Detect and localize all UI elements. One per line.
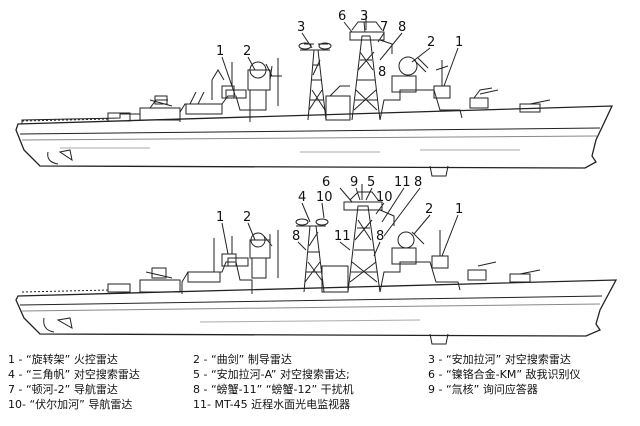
callout-number: 1 [455, 202, 463, 217]
callout-number: 2 [425, 202, 433, 217]
callout-number: 10 [316, 190, 333, 205]
top-callouts: 1 2 3 6 3 7 8 8 2 1 [216, 9, 463, 80]
legend-item: 7 - “顿河-2” 导航雷达 [8, 383, 118, 396]
callout-number: 2 [243, 210, 251, 225]
callout-number: 3 [360, 9, 368, 24]
callout-number: 1 [216, 44, 224, 59]
callout-number: 4 [298, 190, 306, 205]
top-ship-drawing [15, 14, 614, 177]
legend-item: 2 - “曲剑” 制导雷达 [193, 353, 292, 366]
callout-number: 3 [297, 20, 305, 35]
callout-number: 2 [427, 35, 435, 50]
callout-number: 6 [322, 175, 330, 190]
legend-item: 5 - “安加拉河-A” 对空搜索雷达; [193, 368, 350, 381]
callout-number: 5 [367, 175, 375, 190]
legend-item: 10- “伏尔加河” 导航雷达 [8, 398, 133, 411]
callout-number: 10 [376, 190, 393, 205]
callout-number: 8 [398, 20, 406, 35]
legend: 1 - “旋转架” 火控雷达 2 - “曲剑” 制导雷达 3 - “安加拉河” … [8, 352, 636, 424]
callout-number: 1 [216, 210, 224, 225]
legend-item: 8 - “螃蟹-11” “螃蟹-12” 干扰机 [193, 383, 354, 396]
callout-number: 2 [243, 44, 251, 59]
callout-number: 1 [455, 35, 463, 50]
legend-item: 1 - “旋转架” 火控雷达 [8, 353, 118, 366]
legend-item: 4 - “三角帆” 对空搜索雷达 [8, 368, 140, 381]
callout-number: 8 [378, 65, 386, 80]
bottom-ship-drawing [15, 184, 618, 345]
bottom-callouts: 6 9 5 4 10 11 8 10 1 2 8 11 8 2 1 [216, 175, 463, 244]
legend-item: 9 - “氚核” 询问应答器 [428, 383, 538, 396]
callout-number: 9 [350, 175, 358, 190]
callout-number: 8 [414, 175, 422, 190]
callout-number: 8 [292, 229, 300, 244]
legend-item: 3 - “安加拉河” 对空搜索雷达 [428, 353, 571, 366]
legend-item: 11- MT-45 近程水面光电监视器 [193, 398, 351, 411]
legend-item: 6 - “镍铬合金-KM” 敌我识别仪 [428, 368, 581, 381]
ship-diagram: 1 2 3 6 3 7 8 8 2 1 6 9 5 4 10 11 8 10 1… [15, 9, 618, 345]
callout-number: 11 [334, 229, 351, 244]
callout-number: 8 [376, 229, 384, 244]
callout-number: 11 [394, 175, 411, 190]
callout-number: 7 [380, 20, 388, 35]
callout-number: 6 [338, 9, 346, 24]
